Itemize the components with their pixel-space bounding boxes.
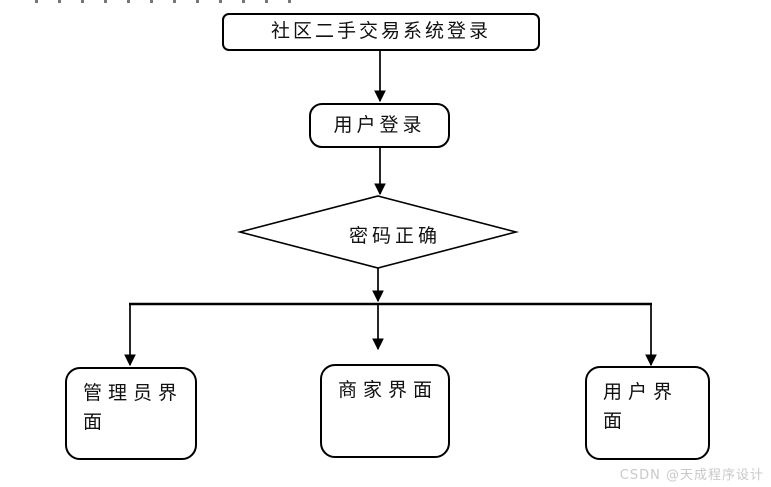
node-user-login: 用户登录 (309, 103, 450, 148)
node-user-interface: 用户界面 (585, 366, 710, 460)
node-admin-interface-label-line2: 面 (83, 411, 109, 434)
node-system-login-title: 社区二手交易系统登录 (222, 13, 540, 51)
cropped-text-fragments (15, 0, 307, 3)
node-merchant-interface-label: 商家界面 (338, 379, 439, 401)
node-password-correct-label: 密码正确 (348, 225, 441, 247)
node-user-interface-label: 用户界面 (603, 381, 679, 433)
node-system-login-title-label: 社区二手交易系统登录 (270, 20, 491, 43)
node-admin-interface-label-line1: 管理员界 (83, 382, 184, 404)
node-user-login-label: 用户登录 (333, 113, 426, 136)
csdn-watermark: CSDN @天成程序设计 (619, 468, 764, 483)
node-admin-interface: 管理员界 面 (65, 367, 197, 460)
node-merchant-interface: 商家界面 (320, 364, 450, 458)
